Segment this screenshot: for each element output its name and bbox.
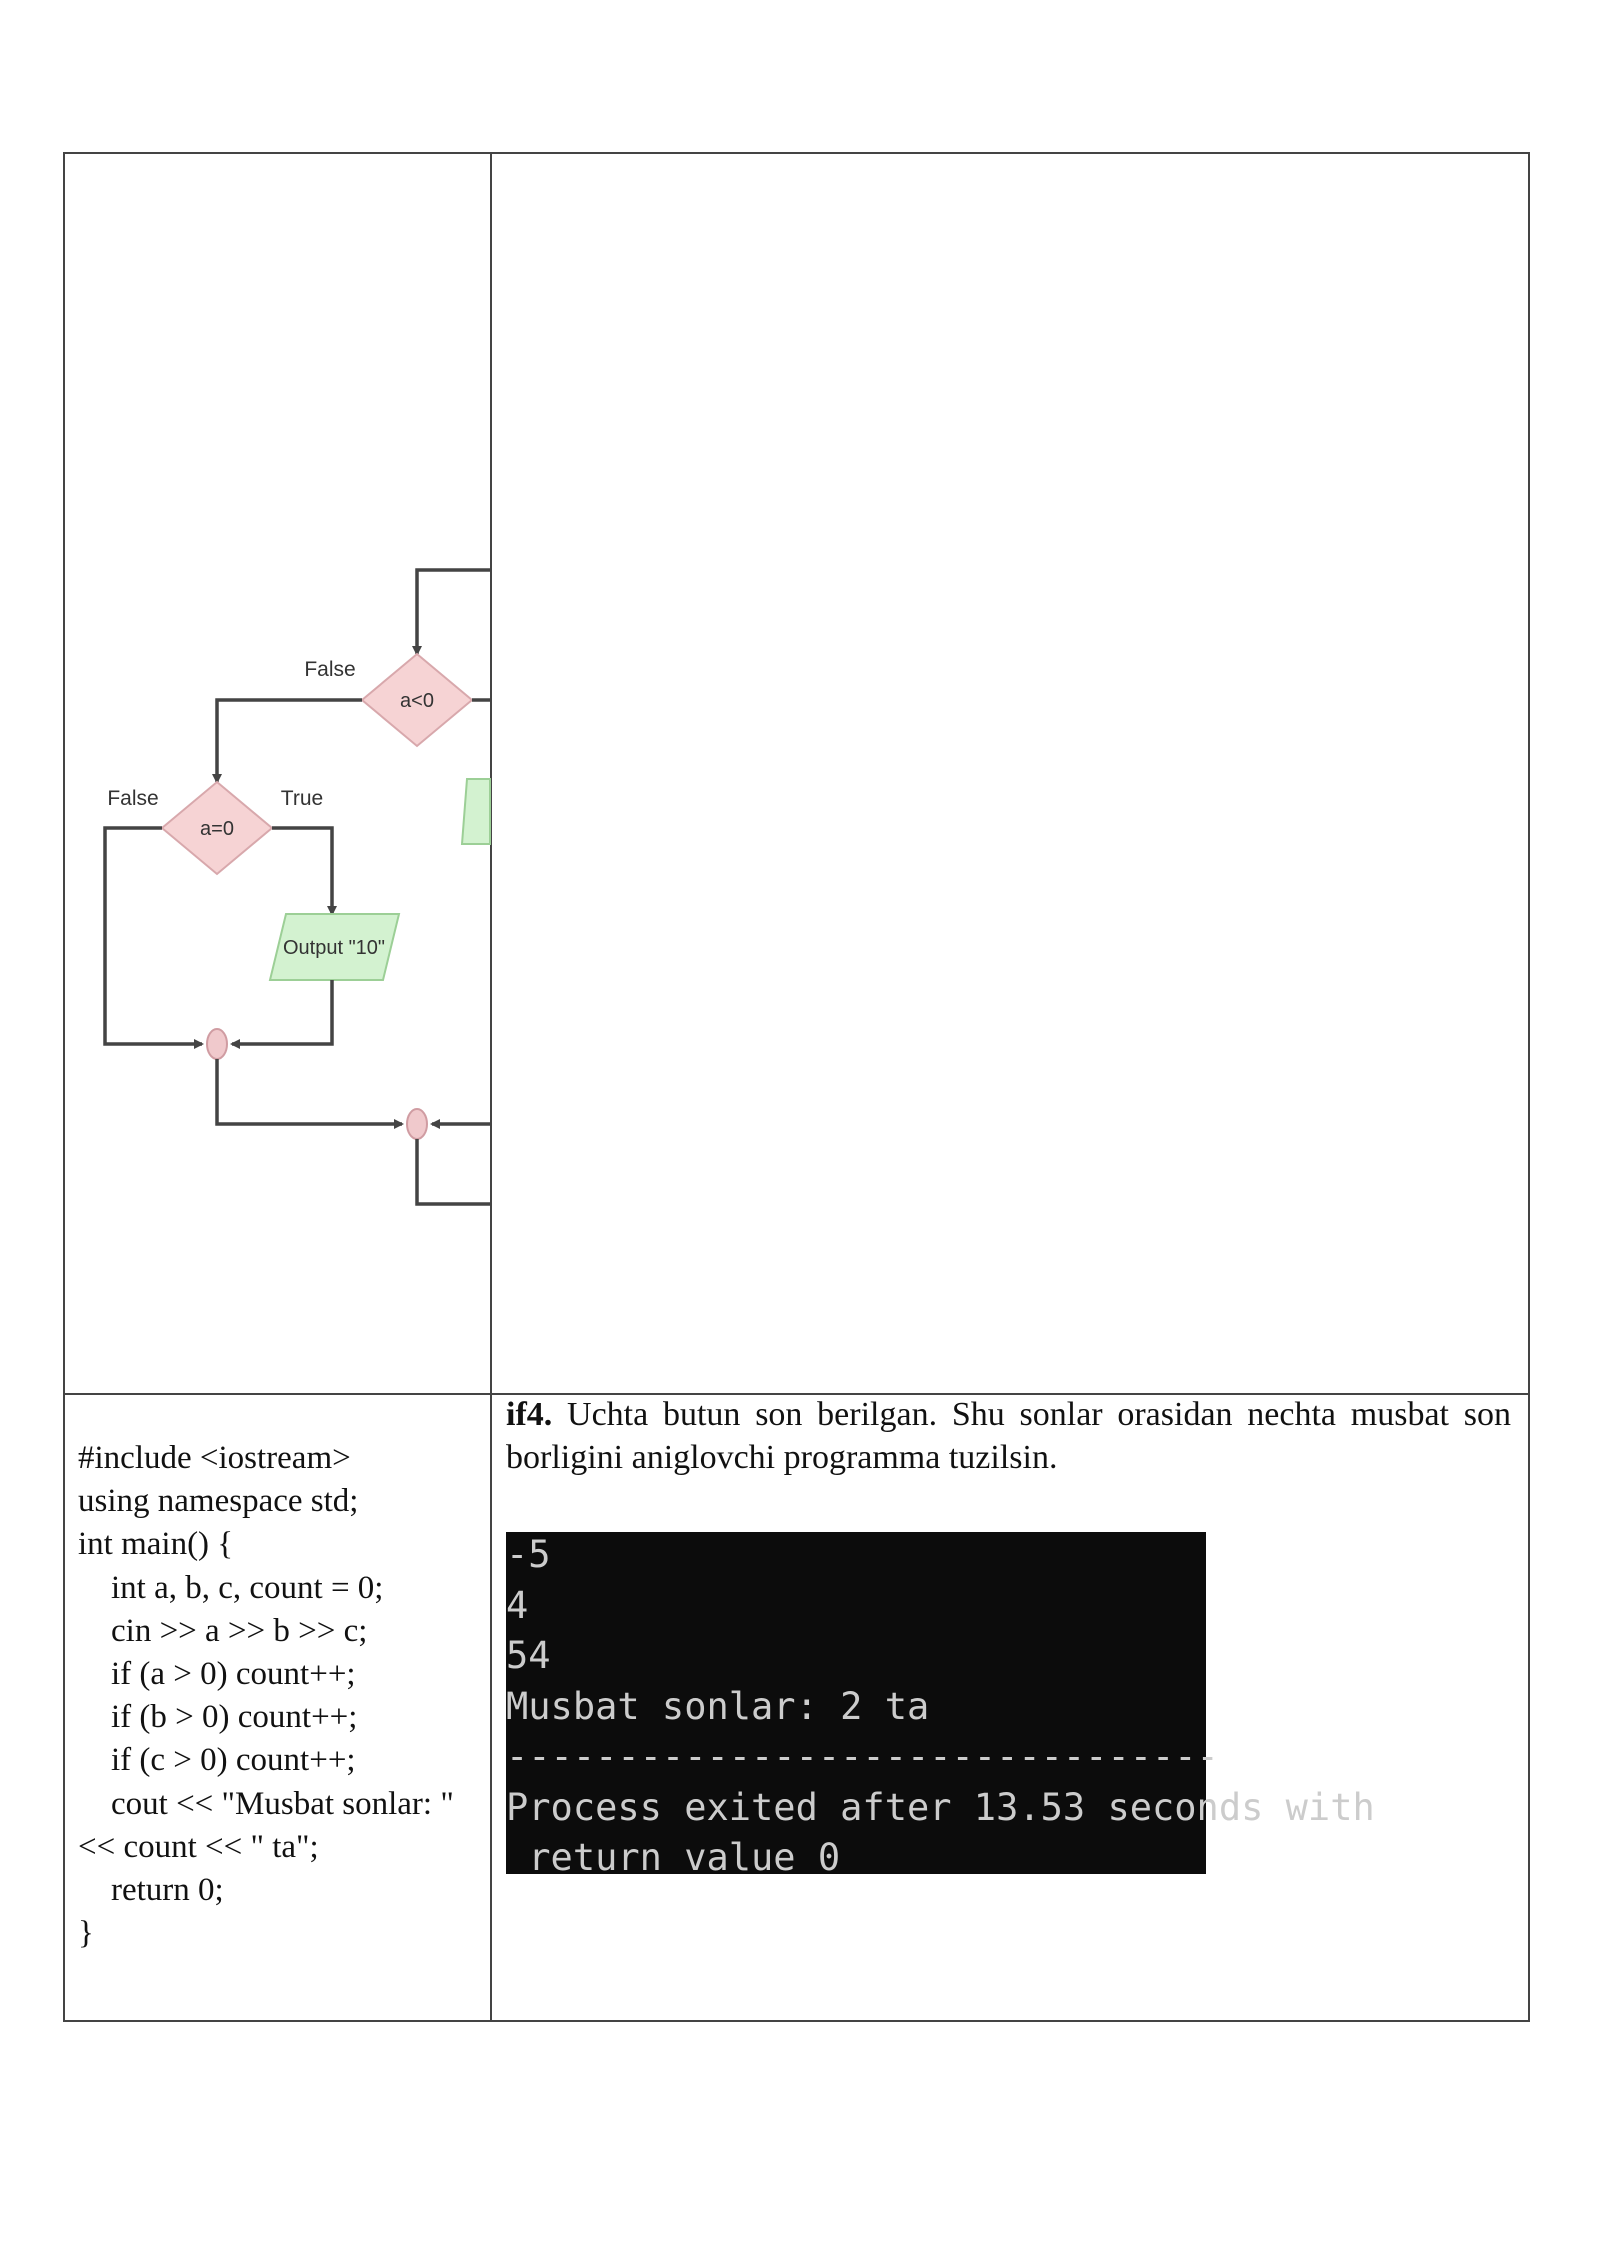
flow-line-output-merge xyxy=(230,980,334,1049)
table-frame xyxy=(63,152,1530,2022)
console-line: -------------------------------- xyxy=(506,1735,1219,1778)
code-line: using namespace std; xyxy=(78,1483,359,1520)
flowchart-cell: a<0 False a=0 False True Output "10" xyxy=(65,154,491,1391)
code-listing: #include <iostream> using namespace std;… xyxy=(78,1437,478,1955)
label-false-outer: False xyxy=(304,658,355,681)
table-row-divider xyxy=(63,1393,1530,1395)
code-line: if (a > 0) count++; xyxy=(78,1656,356,1693)
output-shape xyxy=(268,913,401,981)
decision-inner-label: a=0 xyxy=(200,818,234,840)
output-shape-cropped xyxy=(460,778,491,845)
flow-line-exit xyxy=(415,1139,490,1206)
decision-outer-shape xyxy=(360,652,474,748)
console-line: Musbat sonlar: 2 ta xyxy=(506,1685,930,1728)
console-output: -5 4 54 Musbat sonlar: 2 ta ------------… xyxy=(506,1532,1375,1879)
code-line: } xyxy=(78,1915,94,1952)
console-line: 54 xyxy=(506,1634,551,1677)
code-line: int a, b, c, count = 0; xyxy=(78,1569,384,1606)
code-line: #include <iostream> xyxy=(78,1440,351,1476)
code-line: cout << "Musbat sonlar: " << count << " … xyxy=(78,1785,463,1865)
flow-line-inner-to-outer xyxy=(215,1059,404,1129)
code-line: return 0; xyxy=(78,1872,224,1909)
label-false-inner: False xyxy=(107,787,158,810)
task-id: if4. xyxy=(506,1396,553,1433)
task-text: Uchta butun son berilgan. Shu sonlar ora… xyxy=(506,1396,1511,1476)
task-description: if4. Uchta butun son berilgan. Shu sonla… xyxy=(506,1393,1511,1479)
merge-connector-outer xyxy=(406,1108,428,1140)
flow-line-entry xyxy=(412,568,490,656)
decision-inner-shape xyxy=(160,780,274,876)
decision-outer-label: a<0 xyxy=(400,690,434,712)
merge-connector-inner xyxy=(206,1028,228,1060)
code-line: cin >> a >> b >> c; xyxy=(78,1612,368,1649)
code-line: int main() { xyxy=(78,1526,234,1563)
console-line: Process exited after 13.53 seconds with xyxy=(506,1786,1375,1829)
console-line: 4 xyxy=(506,1584,529,1627)
label-true-inner: True xyxy=(281,787,323,810)
flow-line-false-outer xyxy=(212,698,362,784)
flowchart: a<0 False a=0 False True Output "10" xyxy=(103,568,491,1206)
output-label: Output "10" xyxy=(283,937,385,959)
code-line: if (c > 0) count++; xyxy=(78,1742,356,1779)
console-line: -5 xyxy=(506,1533,551,1576)
code-line: if (b > 0) count++; xyxy=(78,1699,358,1736)
flow-line-true-inner xyxy=(272,826,337,916)
console-line: return value 0 xyxy=(506,1836,841,1879)
table-column-divider xyxy=(490,152,492,2022)
flow-line-false-inner xyxy=(103,826,204,1049)
